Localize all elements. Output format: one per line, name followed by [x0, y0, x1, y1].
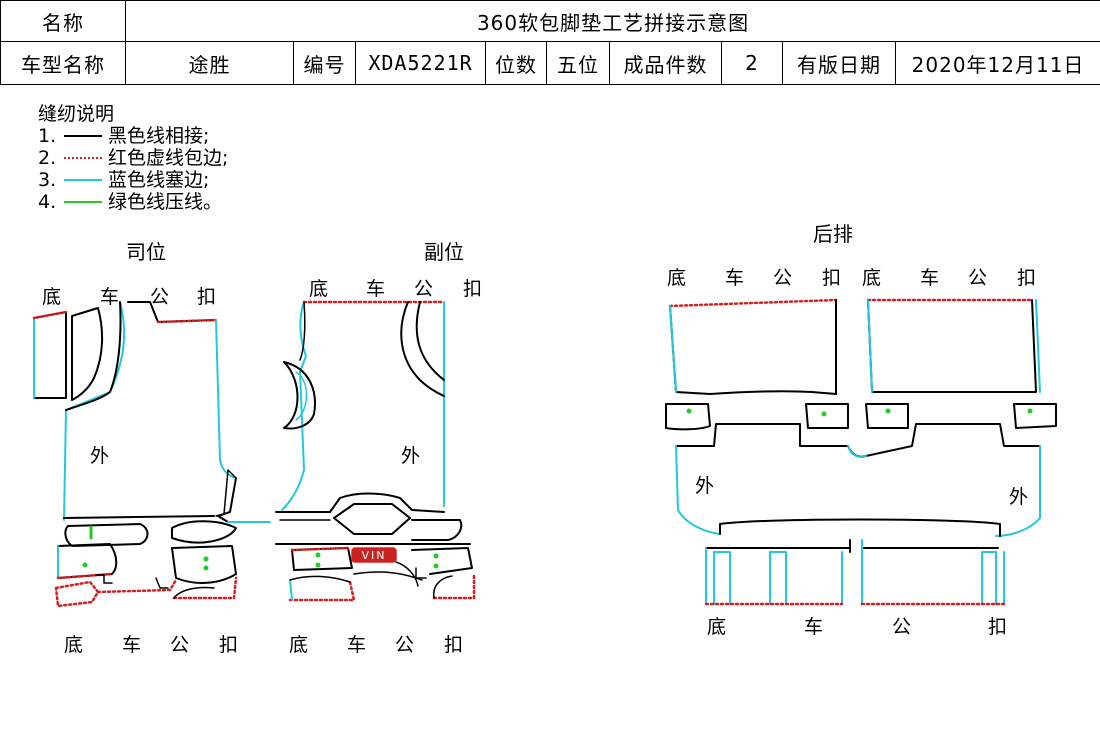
rear-right-top-di: 底: [862, 267, 882, 289]
rear-left-top-kou: 扣: [822, 267, 842, 289]
driver-bottom-kou: 扣: [219, 634, 239, 656]
note-item-green: 4. 绿色线压线。: [38, 191, 223, 213]
rear-bottom-kou: 扣: [988, 616, 1008, 638]
rear-mat: [665, 298, 1057, 606]
passenger-top-kou: 扣: [463, 278, 483, 300]
driver-outer-label: 外: [90, 445, 110, 467]
passenger-section-title: 副位: [424, 240, 464, 264]
passenger-bottom-kou: 扣: [444, 634, 464, 656]
driver-bottom-che: 车: [122, 634, 142, 656]
code-label: 编号: [293, 41, 356, 85]
rear-right-top-che: 车: [920, 267, 940, 289]
model-label: 车型名称: [0, 41, 126, 85]
black-line-swatch: [64, 135, 102, 137]
name-label: 名称: [0, 0, 126, 42]
rear-left-outer-label: 外: [695, 475, 715, 497]
note-item-red: 2. 红色虚线包边;: [38, 147, 229, 169]
green-line-swatch: [64, 201, 102, 203]
rear-section-title: 后排: [813, 222, 853, 246]
driver-bottom-di: 底: [64, 634, 84, 656]
passenger-bottom-gong: 公: [395, 634, 415, 656]
driver-mat: [32, 301, 271, 608]
pieces-label: 成品件数: [609, 41, 722, 85]
driver-top-che: 车: [100, 286, 120, 308]
rear-right-top-gong: 公: [968, 267, 988, 289]
passenger-outer-label: 外: [401, 445, 421, 467]
sewing-notes: 缝纫说明 1. 黑色线相接; 2. 红色虚线包边; 3. 蓝色线塞边; 4. 绿…: [38, 103, 228, 213]
passenger-mat: [275, 300, 476, 602]
vin-label: VIN: [362, 549, 387, 562]
passenger-top-gong: 公: [414, 278, 434, 300]
passenger-top-che: 车: [366, 278, 386, 300]
driver-bottom-gong: 公: [170, 634, 190, 656]
driver-top-gong: 公: [150, 286, 170, 308]
red-dotted-swatch: [64, 157, 102, 159]
rear-bottom-gong: 公: [892, 616, 912, 638]
passenger-bottom-di: 底: [289, 634, 309, 656]
blue-line-swatch: [64, 179, 102, 181]
sewing-notes-title: 缝纫说明: [38, 103, 115, 125]
rear-right-outer-label: 外: [1009, 486, 1029, 508]
note-item-blue: 3. 蓝色线塞边;: [38, 169, 210, 191]
driver-top-kou: 扣: [197, 286, 217, 308]
rear-right-top-kou: 扣: [1017, 267, 1037, 289]
pieces-value: 2: [721, 41, 783, 85]
rear-bottom-di: 底: [707, 616, 727, 638]
seats-value: 五位: [546, 41, 610, 85]
date-value: 2020年12月11日: [894, 41, 1100, 85]
date-label: 有版日期: [782, 41, 896, 85]
rear-bottom-che: 车: [804, 616, 824, 638]
rear-left-top-che: 车: [725, 267, 745, 289]
passenger-top-di: 底: [309, 278, 329, 300]
document-title: 360软包脚垫工艺拼接示意图: [124, 0, 1100, 42]
driver-section-title: 司位: [126, 240, 166, 264]
rear-left-top-gong: 公: [773, 267, 793, 289]
code-value: XDA5221R: [355, 41, 486, 85]
driver-top-di: 底: [42, 286, 62, 308]
rear-left-top-di: 底: [667, 267, 687, 289]
model-value: 途胜: [125, 41, 294, 85]
header-table: 名称 360软包脚垫工艺拼接示意图 车型名称 途胜 编号 XDA5221R 位数…: [0, 0, 1100, 85]
note-item-black: 1. 黑色线相接;: [38, 125, 210, 147]
seats-label: 位数: [485, 41, 547, 85]
passenger-bottom-che: 车: [347, 634, 367, 656]
